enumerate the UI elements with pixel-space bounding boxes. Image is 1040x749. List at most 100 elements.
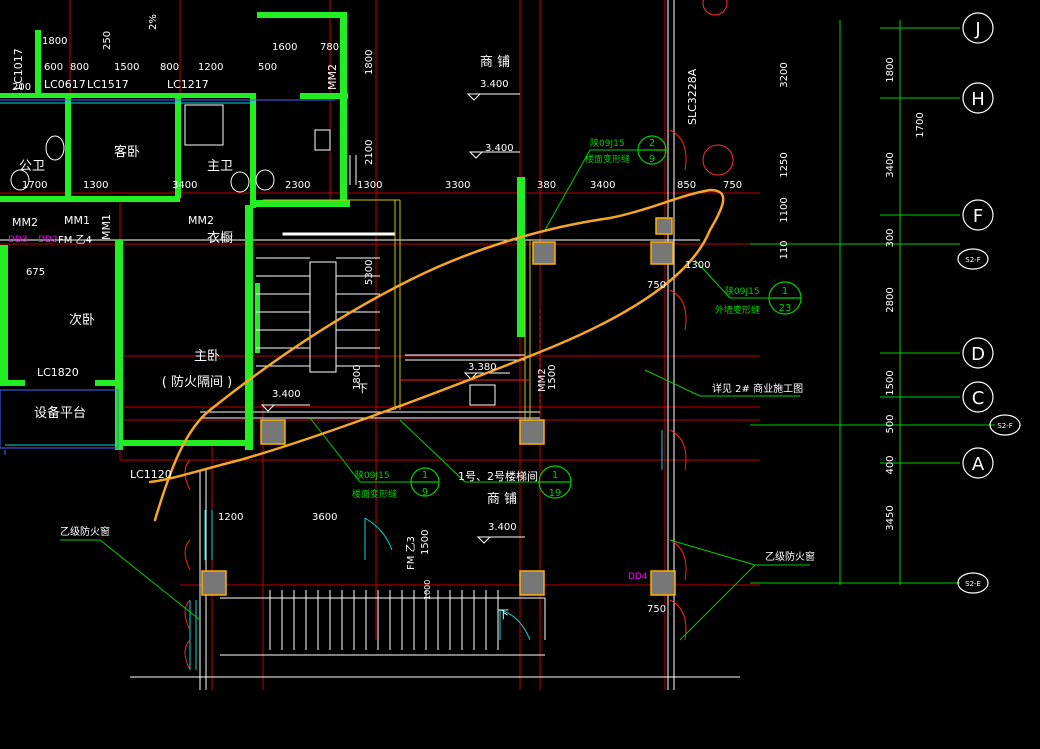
top-dimension-texts: 1800 600 800 1500 800 1200 250 200 1600 … — [12, 14, 375, 165]
dim-mid-1300c: 1300 — [685, 260, 710, 271]
door-fm-z4: FM 乙4 — [58, 234, 92, 246]
callout-2-desc: 外墙变形缝 — [715, 304, 760, 316]
dim-right-1100: 1100 — [779, 197, 790, 222]
win-mm2-top: MM2 — [326, 64, 339, 90]
dim-mid-850: 850 — [677, 180, 696, 191]
dim-mid-1000: 1000 — [423, 580, 432, 600]
win-lc0617: LC0617 — [44, 78, 86, 91]
grid-bubble-a — [962, 447, 994, 479]
grid-label-h: H — [971, 89, 985, 110]
right-dimension-texts: 1800 1700 3200 1250 1100 3400 110 300 28… — [779, 57, 926, 530]
room-label-texts: 商 铺 商 铺 客卧 公卫 主卫 衣橱 次卧 主卧 ( 防火隔间 ) 设备平台 — [19, 55, 517, 507]
dim-mid-1500z: 1500 — [420, 530, 431, 555]
callout-3-ref: 陕09J15 — [355, 469, 390, 481]
door-mm1v: MM1 — [100, 214, 113, 240]
win-lc1820: LC1820 — [37, 366, 79, 379]
room-wardrobe: 衣橱 — [207, 230, 233, 246]
section-tag-mid-label: S2-F — [997, 422, 1012, 430]
dim-top-600: 600 — [44, 62, 63, 73]
hand-drawn-highlight-loop — [148, 188, 725, 522]
dim-mid-1800st: 1800 — [352, 365, 363, 390]
level-texts: 3.400 3.400 3.380 3.400 3.400 — [272, 79, 517, 533]
dim-mid-1300: 1300 — [83, 180, 108, 191]
room-master-bedroom: 主卧 — [194, 349, 220, 364]
callout-3-desc: 楼面变形缝 — [352, 488, 397, 500]
callout-2-num: 1 — [782, 286, 788, 297]
dim-mid-1700: 1700 — [22, 180, 47, 191]
level-2: 3.400 — [485, 143, 514, 154]
note-down-1: 下 — [357, 382, 368, 395]
dim-top-1800v: 1800 — [364, 50, 375, 75]
callout-1-num: 2 — [649, 138, 655, 149]
structural-columns — [201, 217, 676, 596]
note-texts: 详见 2# 商业施工图 乙级防火窗 乙级防火窗 下 下 — [60, 382, 815, 621]
dim-top-800a: 800 — [70, 62, 89, 73]
door-texts: MM2 MM1 MM2 MM1 DD3 DD2 FM 乙4 DD4 FM 乙3 … — [8, 214, 648, 582]
callout-1-ref: 陕09J15 — [590, 137, 625, 149]
grid-bubble-h — [962, 82, 994, 114]
grid-label-texts: J H F D C A S2-F S2-F S2-E — [965, 19, 1013, 588]
grid-label-c: C — [972, 388, 985, 409]
level-5: 3.400 — [488, 522, 517, 533]
dim-top-250: 250 — [102, 31, 113, 50]
win-lc1517: LC1517 — [87, 78, 129, 91]
section-tag-top-label: S2-F — [965, 256, 980, 264]
dim-top-500: 500 — [258, 62, 277, 73]
callout-2-ref: 陕09J15 — [725, 285, 760, 297]
door-mm2-right: MM2 — [537, 368, 548, 392]
dim-right-2800: 2800 — [885, 287, 896, 312]
door-fm-z3: FM 乙3 — [405, 536, 417, 570]
mid-dimension-texts: 1700 1300 3400 2300 1300 3300 380 3400 8… — [22, 180, 742, 615]
dim-mid-3300: 3300 — [445, 180, 470, 191]
grid-label-j: J — [974, 19, 980, 40]
win-lc1217: LC1217 — [167, 78, 209, 91]
grid-label-f: F — [973, 206, 983, 227]
callout-4-num: 1 — [552, 470, 558, 481]
door-dd3: DD3 — [8, 235, 28, 245]
section-tag-bot — [957, 572, 989, 594]
door-mm2b: MM2 — [188, 214, 214, 227]
note-see-shop: 详见 2# 商业施工图 — [712, 382, 803, 395]
section-symbols — [750, 20, 995, 585]
dim-right-1500: 1500 — [885, 370, 896, 395]
callout-1-den: 9 — [649, 154, 655, 165]
grid-bubble-f — [962, 199, 994, 231]
note-fire-window-right: 乙级防火窗 — [765, 550, 815, 563]
dim-mid-1200: 1200 — [218, 512, 243, 523]
dim-right-500: 500 — [885, 414, 896, 433]
dim-mid-750c: 750 — [647, 604, 666, 615]
win-lc1120: LC1120 — [130, 468, 172, 481]
dim-mid-1500v: 1500 — [547, 365, 558, 390]
section-tag-bot-label: S2-E — [965, 580, 981, 588]
stair-treads-upper — [256, 232, 396, 373]
dim-mid-1300b: 1300 — [357, 180, 382, 191]
dim-mid-2300: 2300 — [285, 180, 310, 191]
section-tag-mid — [989, 414, 1021, 436]
dim-right-3450: 3450 — [885, 505, 896, 530]
callout-3-den: 9 — [422, 487, 428, 498]
callout-texts: 2 9 陕09J15 楼面变形缝 1 23 陕09J15 外墙变形缝 1 9 陕… — [352, 137, 791, 500]
dim-mid-5300: 5300 — [364, 260, 375, 285]
door-mm2: MM2 — [12, 216, 38, 229]
red-detail-lines — [184, 129, 687, 671]
yellow-lines — [263, 199, 531, 430]
grid-bubble-c — [962, 381, 994, 413]
note-fire-window-left: 乙级防火窗 — [60, 525, 110, 538]
level-4: 3.400 — [272, 389, 301, 400]
callout-2-den: 23 — [779, 303, 792, 314]
callout-4-desc: 1号、2号楼梯间 — [458, 469, 538, 483]
callout-3-num: 1 — [422, 470, 428, 481]
fixtures — [10, 0, 734, 406]
room-equipment-platform: 设备平台 — [34, 405, 86, 421]
dim-right-3200: 3200 — [779, 62, 790, 87]
callout-1-desc: 楼面变形缝 — [585, 153, 630, 165]
section-tag-top — [957, 248, 989, 270]
dim-mid-750a: 750 — [723, 180, 742, 191]
dim-top-1500: 1500 — [114, 62, 139, 73]
dim-top-2100: 2100 — [364, 140, 375, 165]
room-shop-bottom: 商 铺 — [487, 492, 517, 507]
dim-mid-3400b: 3400 — [590, 180, 615, 191]
dim-mid-675: 675 — [26, 267, 45, 278]
dim-right-300: 300 — [885, 228, 896, 247]
